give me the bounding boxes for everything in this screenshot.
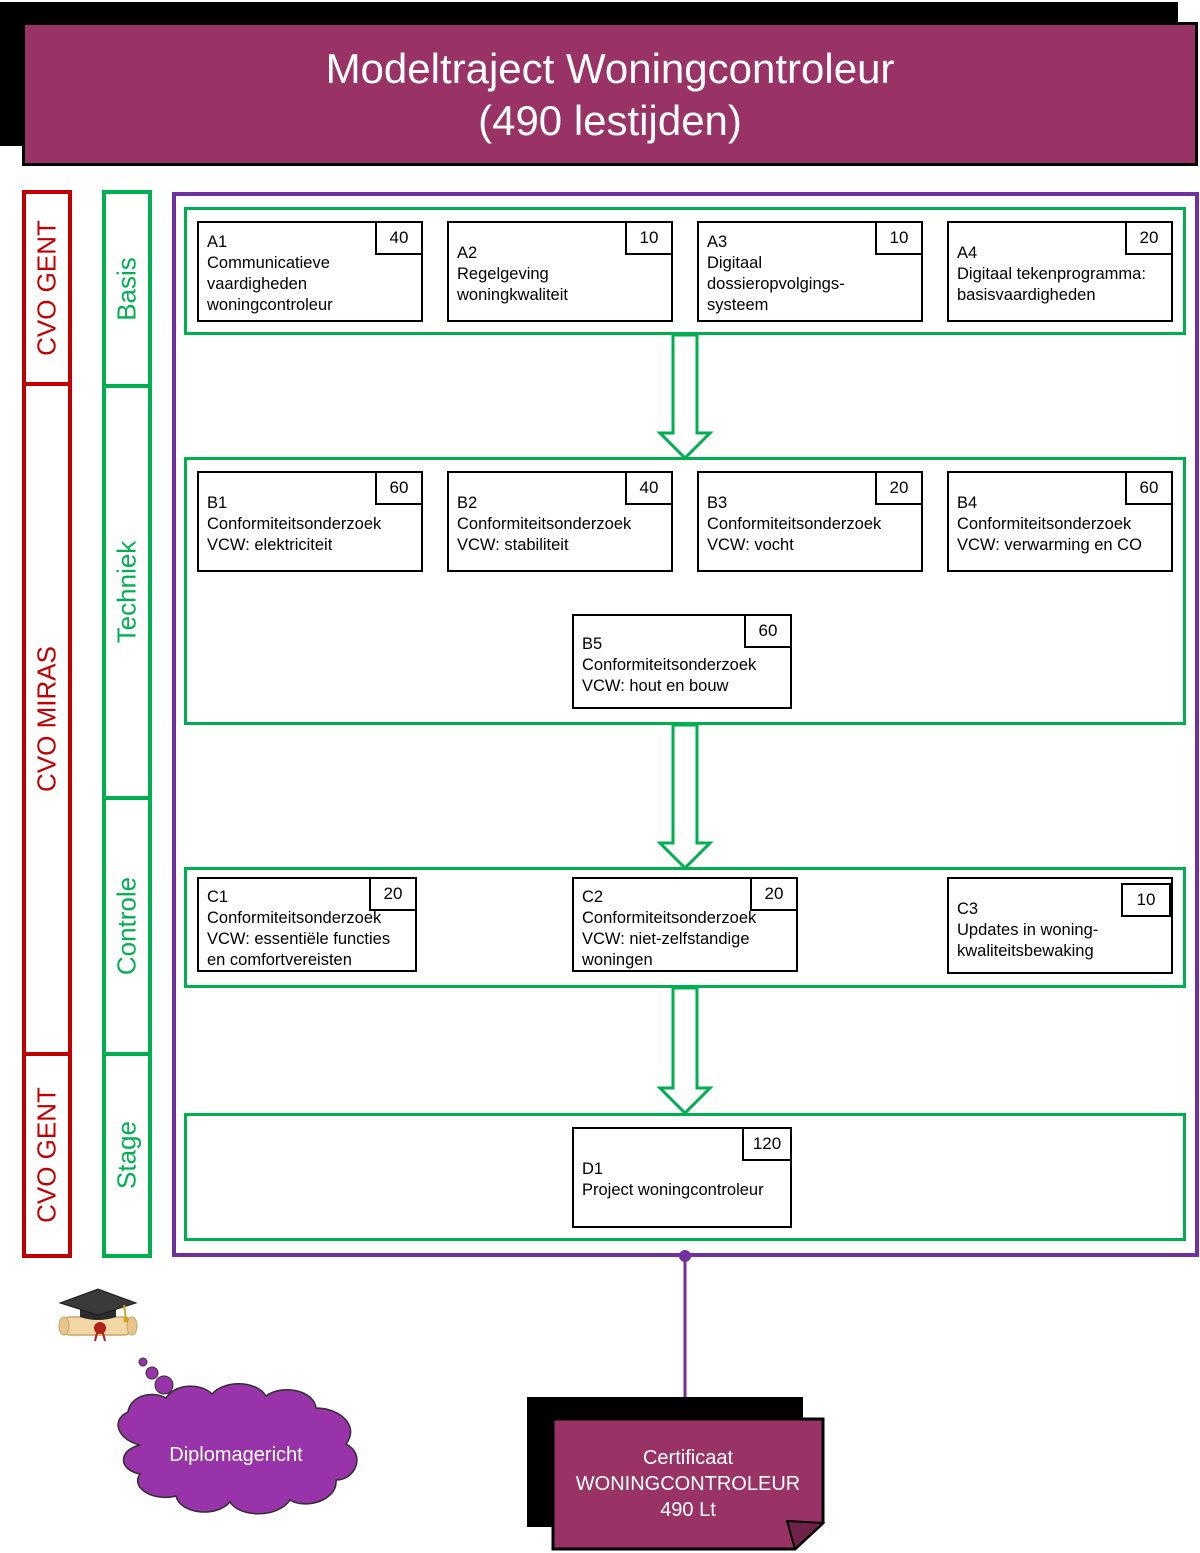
module-hours: 60 [1125, 471, 1173, 505]
down-arrow-icon [656, 333, 714, 461]
module-description: Digitaal tekenprogramma: basisvaardighed… [957, 265, 1146, 304]
module-description: Conformiteitsonderzoek VCW: vocht [707, 515, 882, 554]
module-code: C1 [207, 888, 229, 906]
module-description: Conformiteitsonderzoek VCW: elektricitei… [207, 515, 382, 554]
module-hours: 60 [375, 471, 423, 505]
module-c1: C1 Conformiteitsonderzoek VCW: essentiël… [197, 877, 417, 972]
module-code: B5 [582, 635, 603, 653]
module-hours: 40 [625, 471, 673, 505]
module-hours: 10 [1121, 883, 1171, 917]
phase-techniek: Techniek [102, 384, 152, 800]
module-description: Regelgeving woningkwaliteit [457, 265, 568, 304]
cloud-label: Diplomagericht [169, 1444, 303, 1466]
module-b5: B5 Conformiteitsonderzoek VCW: hout en b… [572, 614, 792, 709]
module-code: B2 [457, 494, 478, 512]
module-code: C3 [957, 900, 979, 918]
provider-cvo-gent-top: CVO GENT [22, 190, 72, 386]
certificate-line-2: WONINGCONTROLEUR [575, 1473, 801, 1495]
module-hours: 120 [742, 1127, 792, 1161]
module-b3: B3 Conformiteitsonderzoek VCW: vocht 20 [697, 471, 923, 572]
module-description: Conformiteitsonderzoek VCW: hout en bouw [582, 656, 757, 695]
module-a2: A2 Regelgeving woningkwaliteit 10 [447, 221, 673, 322]
certificate-line-3: 490 Lt [660, 1499, 716, 1521]
module-description: Communicatieve vaardigheden woningcontro… [207, 254, 333, 314]
module-code: C2 [582, 888, 604, 906]
module-code: A4 [957, 244, 978, 262]
graduation-cap-icon [58, 1288, 138, 1342]
module-b2: B2 Conformiteitsonderzoek VCW: stabilite… [447, 471, 673, 572]
module-hours: 20 [1125, 221, 1173, 255]
module-d1: D1 Project woningcontroleur 120 [572, 1127, 792, 1228]
module-code: D1 [582, 1160, 604, 1178]
module-a4: A4 Digitaal tekenprogramma: basisvaardig… [947, 221, 1173, 322]
module-description: Updates in woning- kwaliteitsbewaking [957, 921, 1099, 960]
title-line-2: (490 lestijden) [478, 97, 742, 144]
module-description: Conformiteitsonderzoek VCW: niet-zelfsta… [582, 909, 757, 969]
module-code: A3 [707, 233, 728, 251]
module-hours: 20 [875, 471, 923, 505]
module-description: Digitaal dossieropvolgings- systeem [707, 254, 845, 314]
module-description: Project woningcontroleur [582, 1181, 764, 1199]
module-c3: C3 Updates in woning- kwaliteitsbewaking… [947, 877, 1173, 974]
folded-corner-icon [785, 1519, 826, 1551]
provider-cvo-gent-bottom: CVO GENT [22, 1052, 72, 1258]
certificate-document [527, 1397, 826, 1551]
module-code: B3 [707, 494, 728, 512]
module-hours: 10 [875, 221, 923, 255]
module-description: Conformiteitsonderzoek VCW: essentiële f… [207, 909, 391, 969]
module-code: B1 [207, 494, 228, 512]
module-c2: C2 Conformiteitsonderzoek VCW: niet-zelf… [572, 877, 798, 972]
module-hours: 20 [369, 877, 417, 911]
down-arrow-icon [656, 986, 714, 1116]
provider-cvo-miras: CVO MIRAS [22, 382, 72, 1056]
module-hours: 60 [744, 614, 792, 648]
title-line-1: Modeltraject Woningcontroleur [325, 45, 895, 92]
module-hours: 20 [750, 877, 798, 911]
module-description: Conformiteitsonderzoek VCW: stabiliteit [457, 515, 632, 554]
module-code: B4 [957, 494, 978, 512]
connector-dot [679, 1250, 691, 1262]
module-code: A1 [207, 233, 228, 251]
module-b1: B1 Conformiteitsonderzoek VCW: elektrici… [197, 471, 423, 572]
cloud-shape [117, 1383, 358, 1515]
page-title: Modeltraject Woningcontroleur (490 lesti… [22, 22, 1198, 166]
module-b4: B4 Conformiteitsonderzoek VCW: verwarmin… [947, 471, 1173, 572]
module-hours: 40 [375, 221, 423, 255]
module-a1: A1 Communicatieve vaardigheden woningcon… [197, 221, 423, 322]
module-hours: 10 [625, 221, 673, 255]
thought-cloud [117, 1357, 358, 1515]
module-a3: A3 Digitaal dossieropvolgings- systeem 1… [697, 221, 923, 322]
phase-stage: Stage [102, 1052, 152, 1258]
certificate-line-1: Certificaat [642, 1447, 734, 1469]
certificate-label: Certificaat WONINGCONTROLEUR 490 Lt [553, 1445, 823, 1523]
module-description: Conformiteitsonderzoek VCW: verwarming e… [957, 515, 1142, 554]
down-arrow-icon [656, 723, 714, 871]
module-code: A2 [457, 244, 478, 262]
